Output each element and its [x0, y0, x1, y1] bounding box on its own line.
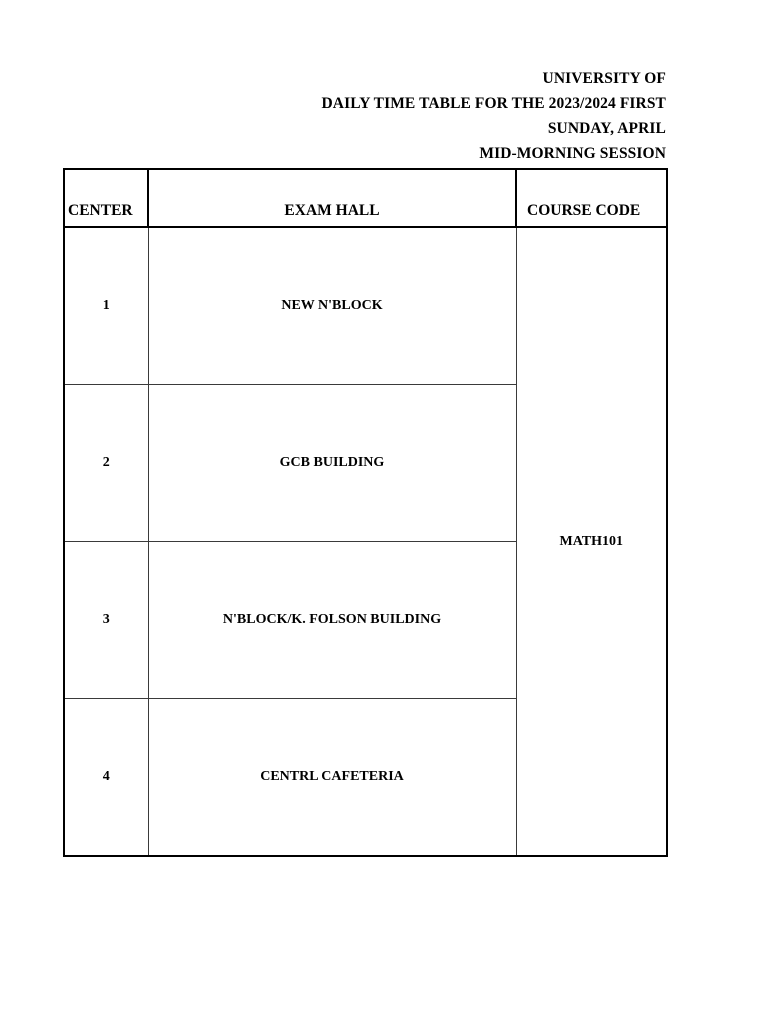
- table-row: 1 NEW N'BLOCK MATH101: [64, 227, 667, 549]
- cell-center: 1: [64, 227, 149, 385]
- table-row: 2 GCB BUILDING: [64, 384, 667, 542]
- cell-center: 3: [64, 541, 149, 699]
- column-header-exam-hall: EXAM HALL: [148, 169, 517, 228]
- document-header: UNIVERSITY OF DAILY TIME TABLE FOR THE 2…: [0, 66, 666, 166]
- cell-center: 4: [64, 698, 149, 856]
- cell-exam-hall: NEW N'BLOCK: [148, 227, 517, 385]
- table-row: 3 N'BLOCK/K. FOLSON BUILDING: [64, 541, 667, 699]
- column-header-center: CENTER: [64, 169, 149, 228]
- cell-exam-hall: CENTRL CAFETERIA: [148, 698, 517, 856]
- header-line-date: SUNDAY, APRIL: [547, 120, 666, 137]
- timetable-container: CENTER EXAM HALL COURSE CODE 1 NEW N'BLO…: [63, 168, 668, 857]
- header-line-timetable-title: DAILY TIME TABLE FOR THE 2023/2024 FIRST: [321, 95, 666, 112]
- cell-exam-hall: N'BLOCK/K. FOLSON BUILDING: [148, 541, 517, 699]
- header-line-university: UNIVERSITY OF: [542, 70, 666, 87]
- column-header-course-code: COURSE CODE: [516, 169, 667, 228]
- exam-timetable: CENTER EXAM HALL COURSE CODE 1 NEW N'BLO…: [63, 168, 668, 857]
- table-body: 1 NEW N'BLOCK MATH101 2 GCB BUILDING 3 N…: [64, 227, 667, 856]
- table-header: CENTER EXAM HALL COURSE CODE: [64, 169, 667, 228]
- cell-center: 2: [64, 384, 149, 542]
- table-row: 4 CENTRL CAFETERIA: [64, 698, 667, 856]
- cell-course-code-merged: MATH101: [559, 533, 623, 549]
- cell-exam-hall: GCB BUILDING: [148, 384, 517, 542]
- header-line-session: MID-MORNING SESSION: [479, 145, 666, 162]
- table-header-row: CENTER EXAM HALL COURSE CODE: [64, 169, 667, 228]
